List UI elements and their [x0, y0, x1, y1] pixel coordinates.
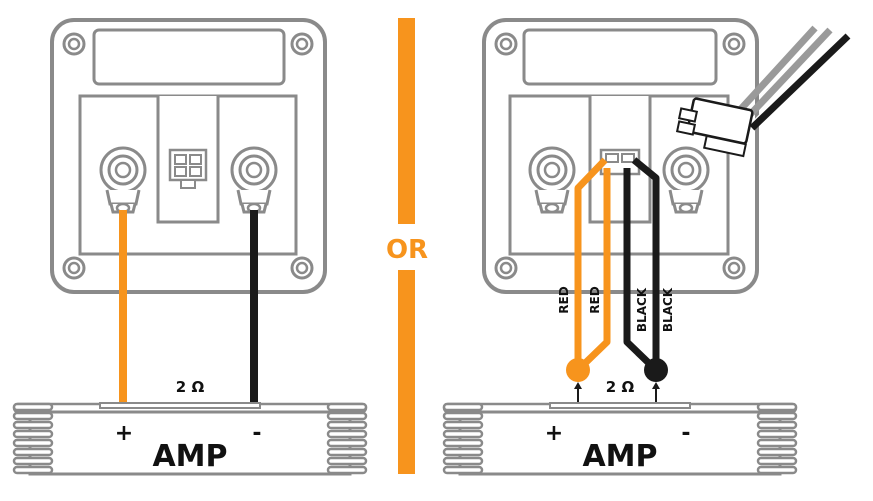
screw-icon [290, 32, 314, 56]
screw-icon [494, 32, 518, 56]
left-amp-minus: - [252, 421, 261, 446]
screw-icon [722, 256, 746, 280]
junction-dot-icon [644, 358, 668, 382]
plug-connector-icon [675, 97, 754, 158]
wire-label-black-1: BLACK [635, 287, 649, 332]
or-divider: OR [386, 18, 428, 474]
wire-harness [675, 25, 851, 158]
right-red-wire-2 [575, 168, 611, 373]
right-amp-plus: + [545, 421, 563, 446]
right-label-window [522, 28, 718, 86]
right-impedance-label: 2 Ω [606, 378, 635, 396]
left-inner-recess [78, 94, 298, 256]
left-amp: + - AMP 2 Ω [12, 378, 368, 476]
right-diagram: RED RED BLACK BLACK + - AMP 2 Ω [442, 18, 851, 476]
wire-label-red-2: RED [588, 286, 602, 313]
screw-icon [290, 256, 314, 280]
arrow-up-icon [574, 382, 582, 402]
wire-label-red-1: RED [557, 286, 571, 313]
right-amp-minus: - [681, 421, 690, 446]
plug-connector-icon [168, 148, 208, 189]
right-red-wire-1 [574, 157, 608, 372]
left-amp-label: AMP [152, 439, 227, 474]
right-black-wire-1 [623, 168, 659, 373]
right-amp-label: AMP [582, 439, 657, 474]
screw-icon [62, 256, 86, 280]
left-impedance-label: 2 Ω [176, 378, 205, 396]
left-diagram: + - AMP 2 Ω [12, 18, 368, 476]
screw-icon [62, 32, 86, 56]
or-label: OR [386, 235, 428, 265]
arrow-up-icon [652, 382, 660, 402]
right-amp: + - AMP 2 Ω [442, 378, 798, 476]
wire-label-black-2: BLACK [661, 287, 675, 332]
left-amp-plus: + [115, 421, 133, 446]
junction-dot-icon [566, 358, 590, 382]
right-black-wire-2 [631, 157, 660, 372]
screw-icon [494, 256, 518, 280]
screw-icon [722, 32, 746, 56]
left-label-window [92, 28, 286, 86]
